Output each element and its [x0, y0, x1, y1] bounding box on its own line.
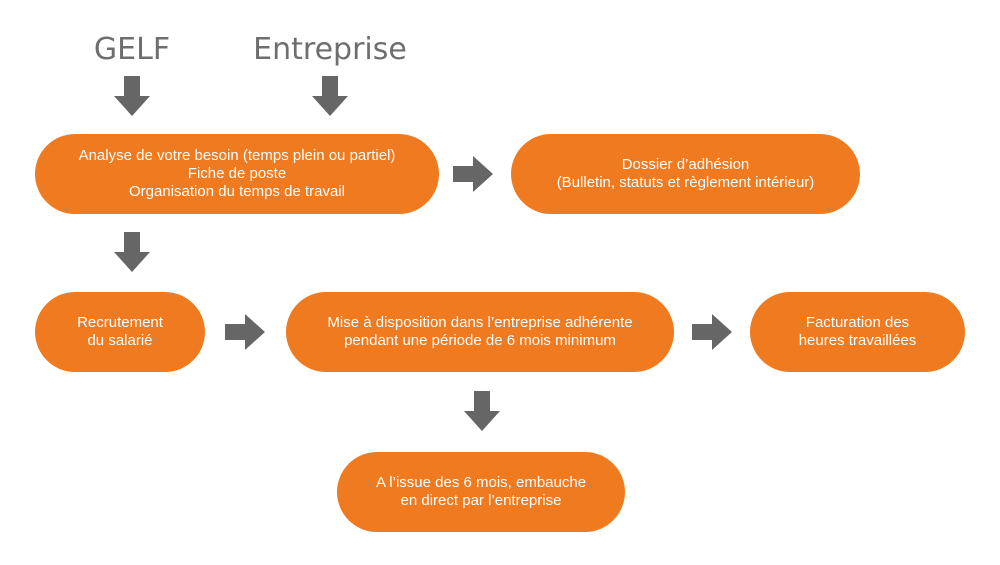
facturation-line-1: Facturation des [805, 314, 910, 331]
analyse-line-1: Analyse de votre besoin (temps plein ou … [78, 147, 396, 164]
arrow-down-icon [462, 391, 502, 431]
dossier-line-2: (Bulletin, statuts et règlement intérieu… [556, 174, 815, 191]
recrutement-line-1: Recrutement [77, 314, 163, 331]
facturation-line-2: heures travaillées [798, 332, 917, 349]
mise-box: Mise à disposition dans l’entreprise adh… [286, 292, 674, 372]
analyse-line-3: Organisation du temps de travail [129, 183, 345, 200]
facturation-box: Facturation des heures travaillées [750, 292, 965, 372]
recrutement-line-2: du salarié [87, 332, 153, 349]
gelf-heading: GELF [93, 32, 171, 67]
arrow-down-icon [310, 76, 350, 116]
embauche-box: A l’issue des 6 mois, embauche en direct… [337, 452, 625, 532]
dossier-line-1: Dossier d’adhésion [621, 156, 750, 173]
entreprise-heading: Entreprise [253, 32, 407, 67]
mise-line-1: Mise à disposition dans l’entreprise adh… [327, 314, 633, 331]
arrow-right-icon [692, 312, 732, 352]
arrow-right-icon [453, 154, 493, 194]
embauche-line-1: A l’issue des 6 mois, embauche [375, 474, 587, 491]
recrutement-box: Recrutement du salarié [35, 292, 205, 372]
analyse-line-2: Fiche de poste [187, 165, 287, 182]
arrow-down-icon [112, 76, 152, 116]
arrow-down-icon [112, 232, 152, 272]
dossier-box: Dossier d’adhésion (Bulletin, statuts et… [511, 134, 860, 214]
arrow-right-icon [225, 312, 265, 352]
analyse-box: Analyse de votre besoin (temps plein ou … [35, 134, 439, 214]
mise-line-2: pendant une période de 6 mois minimum [344, 332, 616, 349]
embauche-line-2: en direct par l’entreprise [400, 492, 562, 509]
